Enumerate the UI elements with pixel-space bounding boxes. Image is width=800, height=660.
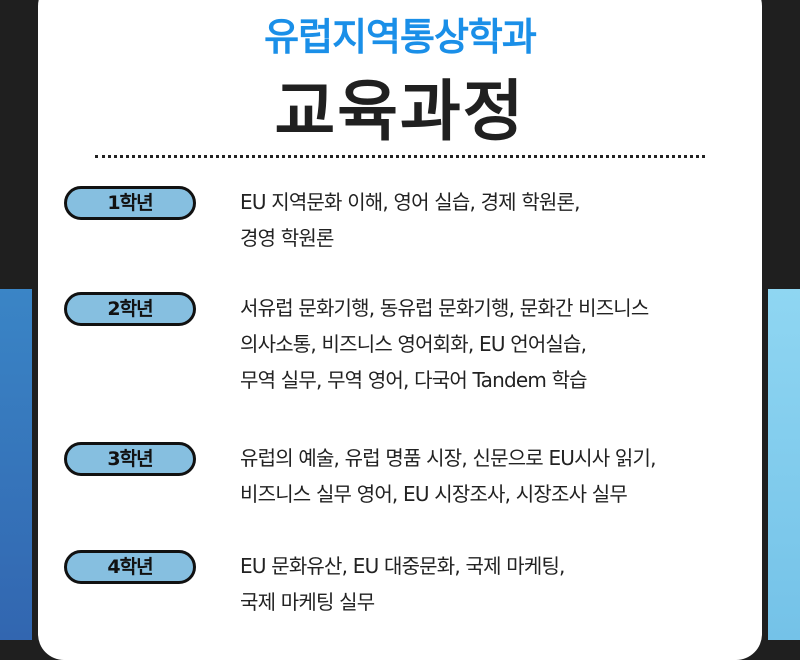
- left-blue-panel: [0, 289, 32, 640]
- course-line: 국제 마케팅 실무: [240, 590, 375, 614]
- course-line: 유럽의 예술, 유럽 명품 시장, 신문으로 EU시사 읽기,: [240, 446, 656, 470]
- year-courses-4: EU 문화유산, EU 대중문화, 국제 마케팅, 국제 마케팅 실무: [240, 548, 760, 620]
- year-courses-1: EU 지역문화 이해, 영어 실습, 경제 학원론, 경영 학원론: [240, 184, 760, 256]
- course-line: 의사소통, 비즈니스 영어회화, EU 언어실습,: [240, 332, 587, 356]
- year-badge-2: 2학년: [64, 292, 196, 326]
- course-line: 무역 실무, 무역 영어, 다국어 Tandem 학습: [240, 368, 588, 392]
- year-courses-3: 유럽의 예술, 유럽 명품 시장, 신문으로 EU시사 읽기, 비즈니스 실무 …: [240, 440, 760, 512]
- course-line: EU 지역문화 이해, 영어 실습, 경제 학원론,: [240, 190, 581, 214]
- course-line: EU 문화유산, EU 대중문화, 국제 마케팅,: [240, 554, 565, 578]
- year-courses-2: 서유럽 문화기행, 동유럽 문화기행, 문화간 비즈니스 의사소통, 비즈니스 …: [240, 290, 760, 398]
- dotted-divider: [95, 155, 705, 158]
- course-line: 경영 학원론: [240, 226, 334, 250]
- year-badge-4: 4학년: [64, 550, 196, 584]
- course-line: 비즈니스 실무 영어, EU 시장조사, 시장조사 실무: [240, 482, 628, 506]
- department-title: 유럽지역통상학과: [264, 15, 537, 59]
- year-badge-1: 1학년: [64, 186, 196, 220]
- page-title: 교육과정: [274, 73, 526, 150]
- year-badge-3: 3학년: [64, 442, 196, 476]
- right-blue-panel: [768, 289, 800, 640]
- course-line: 서유럽 문화기행, 동유럽 문화기행, 문화간 비즈니스: [240, 296, 649, 320]
